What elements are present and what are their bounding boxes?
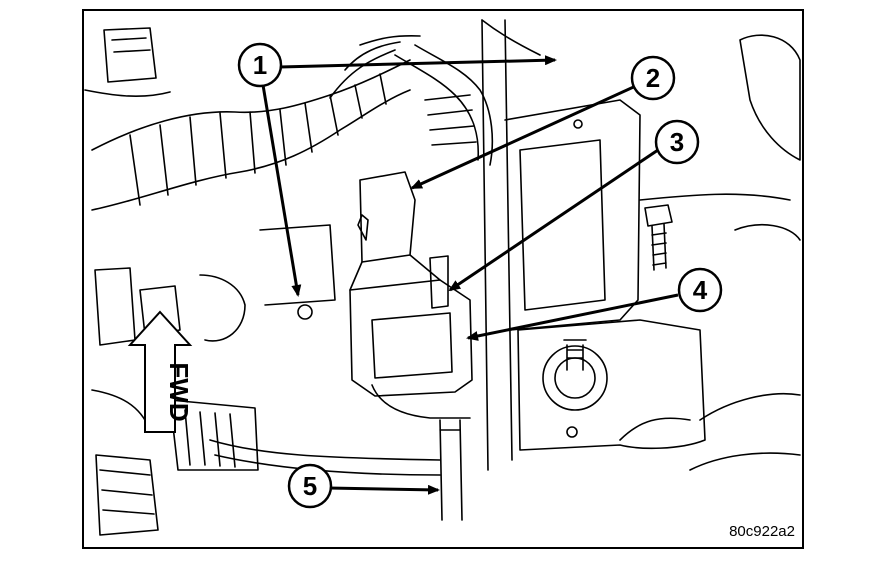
fwd-arrow: FWD: [127, 310, 194, 433]
lower-conduit: [439, 419, 463, 521]
callout-5: 5: [287, 463, 333, 509]
leader-1a: [279, 55, 557, 69]
leader-5: [327, 484, 440, 495]
electronic-module: [349, 171, 473, 419]
callout-5-label: 5: [303, 471, 317, 501]
top-left-bracket: [103, 27, 157, 83]
figure-code: 80c922a2: [729, 523, 795, 540]
callout-3-label: 3: [670, 127, 684, 157]
leader-2: [410, 83, 639, 190]
callout-1-label: 1: [253, 50, 267, 80]
callout-2-label: 2: [646, 63, 660, 93]
leader-1b: [261, 84, 302, 297]
leader-4: [466, 293, 679, 341]
leader-3: [448, 148, 659, 292]
callout-leaders: [261, 55, 679, 495]
lower-bracket: [517, 319, 706, 451]
callout-4-label: 4: [693, 275, 708, 305]
callout-4: 4: [677, 267, 723, 313]
wiring-harness: [91, 35, 494, 211]
callout-1: 1: [237, 42, 283, 88]
callout-3: 3: [654, 119, 700, 165]
body-panel: [481, 19, 513, 471]
callout-2: 2: [630, 55, 676, 101]
bolt-upper: [644, 204, 673, 271]
fwd-label: FWD: [164, 362, 194, 421]
